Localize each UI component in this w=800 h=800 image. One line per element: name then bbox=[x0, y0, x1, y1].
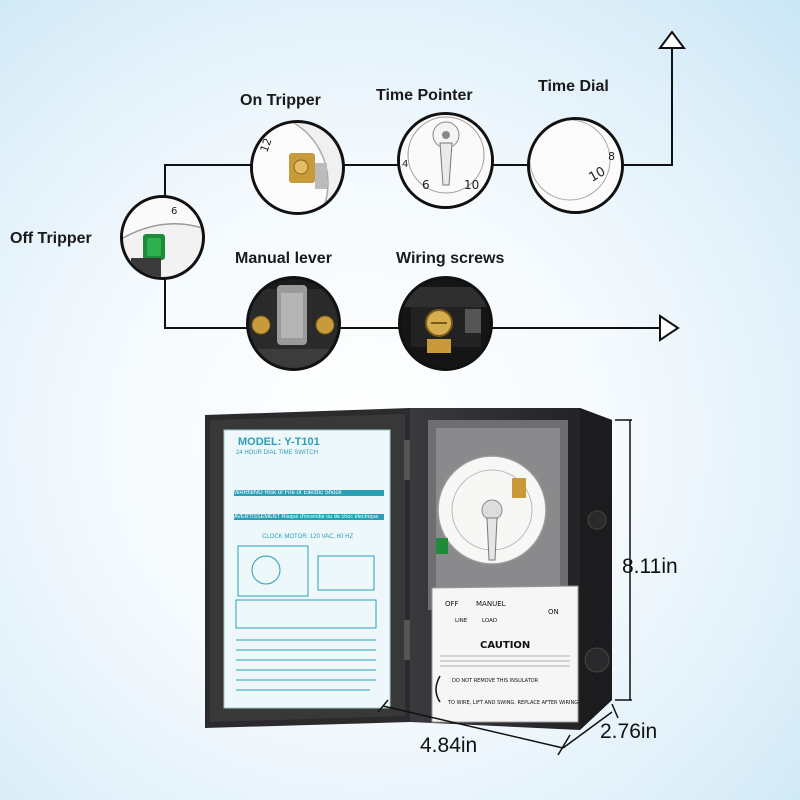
door-label-warning: WARNING Risk of Fire or Electric Shock bbox=[234, 490, 384, 496]
dial-number-4: 4 bbox=[402, 159, 408, 170]
time-dial-illustration: 10 8 bbox=[530, 120, 621, 211]
insulator-caution: CAUTION bbox=[480, 640, 530, 651]
insulator-line-label: LINE bbox=[455, 618, 468, 624]
dial-number-10b: 10 bbox=[587, 164, 609, 185]
brass-screw bbox=[315, 315, 335, 335]
insulator-off-label: OFF bbox=[445, 600, 459, 608]
dial-number-6b: 6 bbox=[422, 178, 430, 192]
on-tripper-photo: 12 bbox=[250, 120, 345, 215]
insulator-do-not-remove: DO NOT REMOVE THIS INSULATOR bbox=[452, 678, 539, 684]
off-tripper-on-dial bbox=[436, 538, 448, 554]
label-manual-lever: Manual lever bbox=[235, 250, 332, 267]
lower-flow-line bbox=[164, 275, 660, 329]
door-label-avertissement: AVERTISSEMENT Risque d'incendie ou de ch… bbox=[234, 514, 384, 520]
time-pointer-photo: 6 10 4 bbox=[397, 112, 494, 209]
label-time-dial: Time Dial bbox=[538, 78, 609, 95]
door-label-clock-motor: CLOCK MOTOR: 120 VAC, 60 HZ bbox=[262, 534, 354, 540]
time-pointer-illustration: 6 10 4 bbox=[400, 115, 491, 206]
time-dial-photo: 10 8 bbox=[527, 117, 624, 214]
insulator-load-label: LOAD bbox=[482, 618, 497, 624]
on-tripper-illustration: 12 bbox=[253, 123, 329, 212]
up-arrow-head bbox=[658, 30, 686, 49]
time-switch-product: MANUEL OFF ON LINE LOAD CAUTION DO NOT R… bbox=[205, 408, 632, 756]
manual-lever-illustration bbox=[249, 285, 338, 368]
door-label-sheet bbox=[223, 429, 391, 709]
door-label-subtitle: 24 HOUR DIAL TIME SWITCH bbox=[236, 450, 319, 456]
off-tripper-illustration: 6 bbox=[123, 198, 202, 277]
manual-lever-photo bbox=[246, 276, 341, 371]
off-tripper-photo: 6 bbox=[120, 195, 205, 280]
insulator-lift-swing: TO WIRE, LIFT AND SWING. REPLACE AFTER W… bbox=[447, 700, 580, 706]
dial-number-10: 10 bbox=[464, 178, 479, 192]
dial-number-6: 6 bbox=[171, 206, 177, 217]
insulator-on-label: ON bbox=[548, 608, 559, 616]
dimension-lines bbox=[377, 419, 632, 756]
label-on-tripper: On Tripper bbox=[240, 92, 321, 109]
label-off-tripper: Off Tripper bbox=[10, 230, 92, 247]
wiring-screws-photo bbox=[398, 276, 493, 371]
insulator-sheet bbox=[431, 585, 579, 723]
dimension-height: 8.11in bbox=[622, 555, 678, 578]
dial-number-12: 12 bbox=[258, 136, 275, 154]
knockout bbox=[584, 647, 610, 673]
insulator-manual-label: MANUEL bbox=[476, 600, 506, 608]
on-tripper-on-dial bbox=[512, 478, 526, 498]
label-wiring-screws: Wiring screws bbox=[396, 250, 505, 267]
knockout bbox=[587, 510, 607, 530]
dial-number-8: 8 bbox=[608, 150, 615, 163]
right-arrow-head bbox=[659, 314, 680, 342]
dimension-depth: 2.76in bbox=[600, 720, 658, 743]
label-time-pointer: Time Pointer bbox=[376, 87, 473, 104]
dimension-width: 4.84in bbox=[420, 734, 478, 757]
door-label-model: MODEL: Y-T101 bbox=[238, 436, 320, 448]
brass-screw bbox=[251, 315, 271, 335]
wiring-screws-illustration bbox=[401, 287, 490, 353]
